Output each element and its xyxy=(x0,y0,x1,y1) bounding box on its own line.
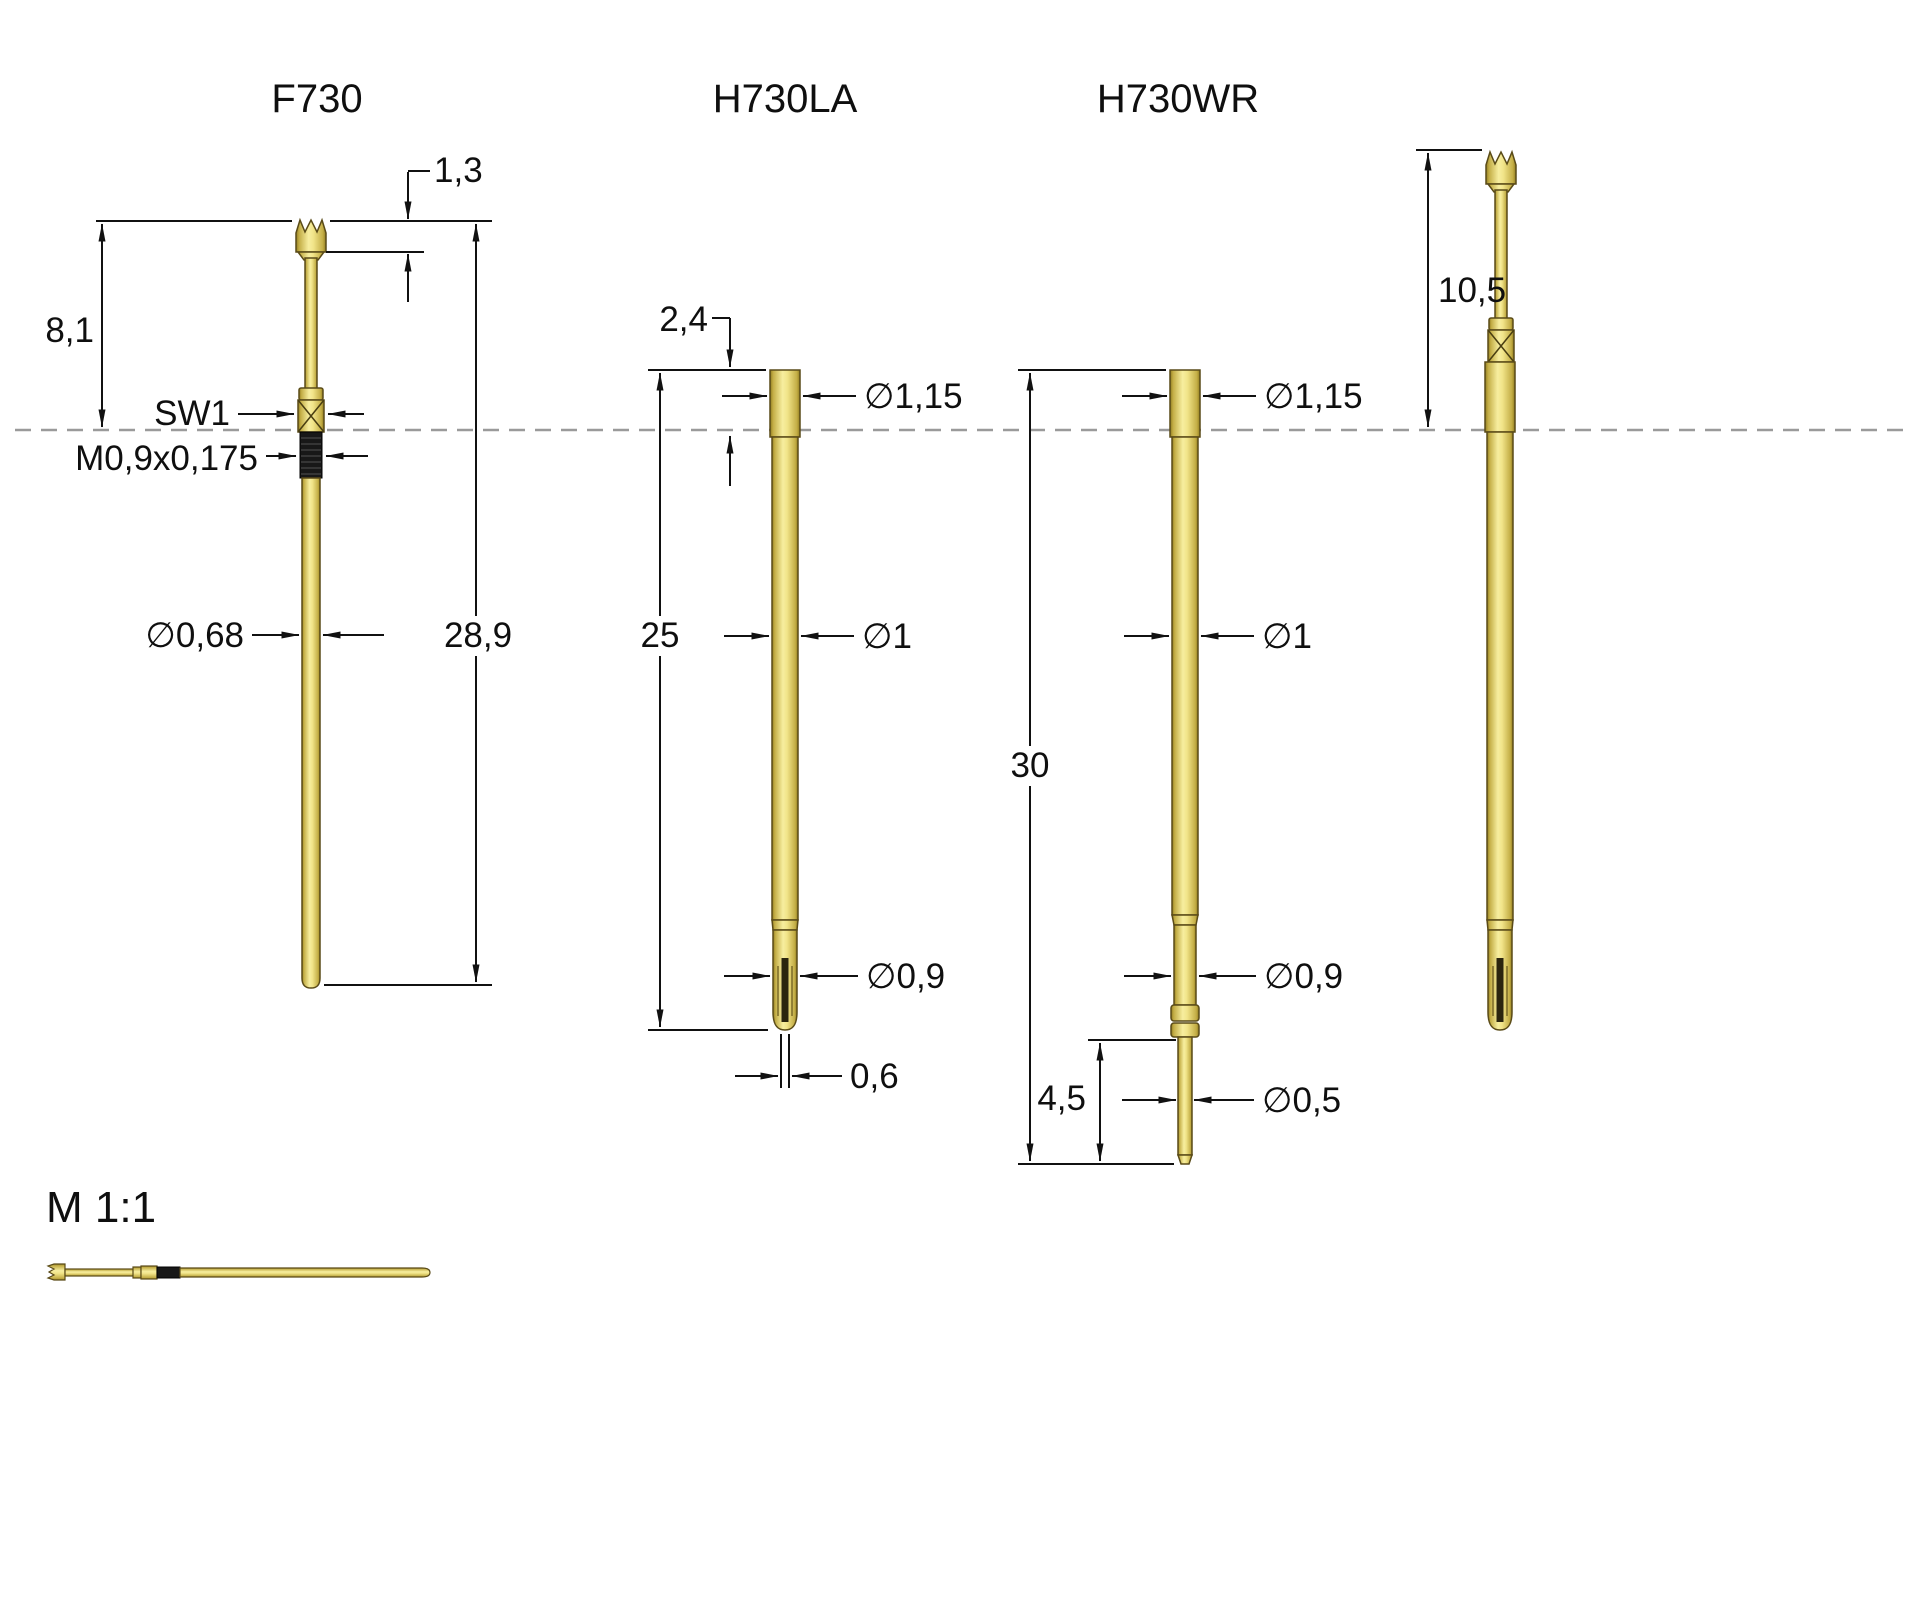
h730wr-head xyxy=(1169,369,1201,438)
dim-h730wr-tail-diameter: ∅0,5 xyxy=(1262,1081,1341,1120)
h730wr-mid-section xyxy=(1173,924,1197,1006)
f730-dimensions: 1,3 8,1 SW1 M0,9x0,175 ∅0,68 28,9 xyxy=(45,151,528,986)
h730wr-body xyxy=(1171,436,1199,916)
dim-assembly-exposed-length: 10,5 xyxy=(1438,271,1506,310)
scale-plunger-rod xyxy=(64,1268,136,1277)
dim-h730la-body-diameter: ∅1 xyxy=(862,617,912,656)
f730-thread-section xyxy=(299,431,323,479)
assembly-receptacle-head xyxy=(1484,361,1516,433)
scale-label: M 1:1 xyxy=(46,1183,156,1232)
h730wr-taper xyxy=(1171,914,1199,926)
scale-collar xyxy=(132,1266,142,1279)
probe-f730 xyxy=(295,217,327,989)
f730-plunger-rod xyxy=(304,257,318,391)
h730wr-crimp-ring-1 xyxy=(1170,1004,1200,1022)
dim-f730-overall-length: 28,9 xyxy=(444,616,512,655)
h730la-title: H730LA xyxy=(713,77,858,121)
f730-title: F730 xyxy=(271,77,362,121)
f730-collar xyxy=(298,387,324,401)
assembly-taper xyxy=(1486,919,1514,931)
dim-h730wr-body-diameter: ∅1 xyxy=(1262,617,1312,656)
dim-h730la-slot-width: 0,6 xyxy=(850,1057,899,1096)
dim-h730la-protrusion: 2,4 xyxy=(659,300,708,339)
scale-thread xyxy=(156,1266,181,1279)
dim-f730-tip-length: 1,3 xyxy=(434,151,483,190)
h730la-body xyxy=(771,436,799,921)
scale-barrel xyxy=(179,1267,431,1278)
h730wr-crimp-ring-2 xyxy=(1170,1022,1200,1038)
dim-h730wr-tip-diameter: ∅0,9 xyxy=(1264,957,1343,996)
probe-h730la xyxy=(769,369,801,1031)
dim-h730la-head-diameter: ∅1,15 xyxy=(864,377,963,416)
assembly-receptacle-body xyxy=(1486,431,1514,921)
dim-h730wr-length: 30 xyxy=(1011,746,1050,785)
dim-f730-thread-spec: M0,9x0,175 xyxy=(75,439,258,478)
scale-hex xyxy=(140,1265,158,1280)
assembly-dimensions: 10,5 xyxy=(1416,149,1506,428)
h730wr-wire-tail xyxy=(1177,1036,1193,1156)
scale-1to1-view: M 1:1 xyxy=(46,1183,431,1281)
dim-h730la-tip-diameter: ∅0,9 xyxy=(866,957,945,996)
dim-h730la-length: 25 xyxy=(641,616,680,655)
h730la-head xyxy=(769,369,801,438)
f730-barrel xyxy=(301,477,321,989)
probe-h730wr xyxy=(1169,369,1201,1165)
probe-assembly xyxy=(1484,149,1517,1031)
h730wr-tail-tip xyxy=(1176,1154,1194,1165)
scale-crown-tip xyxy=(46,1263,66,1281)
dim-f730-barrel-diameter: ∅0,68 xyxy=(145,616,244,655)
h730wr-title: H730WR xyxy=(1097,77,1259,121)
assembly-collar xyxy=(1488,317,1514,331)
dim-h730wr-head-diameter: ∅1,15 xyxy=(1264,377,1363,416)
dim-h730wr-tail-length: 4,5 xyxy=(1037,1079,1086,1118)
dim-f730-top-to-plane: 8,1 xyxy=(45,311,94,350)
h730la-dimensions: 2,4 ∅1,15 25 ∅1 ∅0,9 0,6 xyxy=(630,300,963,1096)
assembly-hex-cross-2 xyxy=(1487,329,1515,363)
dim-f730-wrench-size: SW1 xyxy=(154,394,230,433)
f730-thread-ridges xyxy=(301,437,321,475)
f730-hex-cross-2 xyxy=(297,399,325,433)
assembly-crown-tip xyxy=(1485,149,1517,185)
h730wr-dimensions: ∅1,15 ∅1 30 ∅0,9 4,5 ∅0,5 xyxy=(1000,369,1363,1165)
h730la-taper xyxy=(771,919,799,931)
f730-crown-tip xyxy=(295,217,327,253)
